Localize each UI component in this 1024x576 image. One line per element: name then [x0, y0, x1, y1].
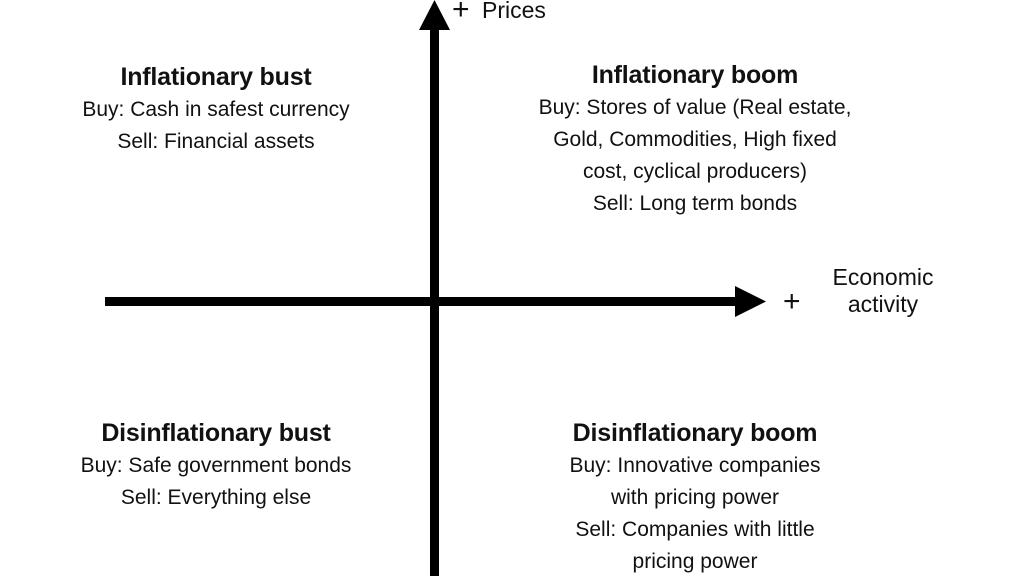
quadrant-bottom-left-body: Buy: Safe government bonds Sell: Everyth… [36, 450, 396, 514]
y-axis-line [430, 16, 439, 576]
y-axis-label: Prices [482, 0, 546, 23]
quadrant-top-left-title: Inflationary bust [120, 63, 312, 91]
quadrant-bottom-right-line-2: with pricing power [610, 485, 780, 509]
quadrant-bottom-right-line-3: Sell: Companies with little [575, 517, 815, 541]
x-axis-arrowhead [735, 286, 766, 317]
quadrant-bottom-right: Disinflationary boom Buy: Innovative com… [496, 418, 894, 576]
quadrant-top-right-line-1: Buy: Stores of value (Real estate, [538, 96, 852, 119]
quadrant-bottom-left-line-1: Buy: Safe government bonds [80, 454, 352, 477]
quadrant-bottom-left-title: Disinflationary bust [101, 419, 331, 447]
x-axis-label-line-2: activity [847, 291, 919, 318]
quadrant-top-right-title: Inflationary boom [591, 61, 799, 89]
quadrant-top-right: Inflationary boom Buy: Stores of value (… [496, 60, 894, 220]
quadrant-bottom-right-body: Buy: Innovative companies with pricing p… [496, 450, 894, 576]
x-axis-plus-sign: + [783, 285, 801, 318]
quadrant-bottom-right-title: Disinflationary boom [572, 419, 818, 447]
y-axis-plus-sign: + [452, 0, 470, 26]
quadrant-bottom-left: Disinflationary bust Buy: Safe governmen… [36, 418, 396, 514]
quadrant-top-left-line-1: Buy: Cash in safest currency [82, 98, 350, 121]
quadrant-top-left-body: Buy: Cash in safest currency Sell: Finan… [36, 94, 396, 158]
quadrant-bottom-left-line-2: Sell: Everything else [120, 485, 312, 509]
x-axis-label-line-1: Economic [832, 264, 934, 290]
quadrant-top-right-line-3: cost, cyclical producers) [582, 159, 808, 183]
y-axis-arrowhead [419, 0, 450, 30]
quadrant-top-left: Inflationary bust Buy: Cash in safest cu… [36, 62, 396, 158]
quadrant-top-right-line-4: Sell: Long term bonds [592, 191, 798, 215]
quadrant-top-right-body: Buy: Stores of value (Real estate, Gold,… [496, 92, 894, 220]
quadrant-bottom-right-line-1: Buy: Innovative companies [569, 454, 821, 477]
quadrant-top-left-line-2: Sell: Financial assets [117, 129, 315, 153]
x-axis-line [105, 297, 735, 306]
x-axis-label: Economic activity [823, 264, 943, 318]
quadrant-top-right-line-2: Gold, Commodities, High fixed [553, 127, 837, 151]
quadrant-bottom-right-line-4: pricing power [632, 549, 758, 573]
